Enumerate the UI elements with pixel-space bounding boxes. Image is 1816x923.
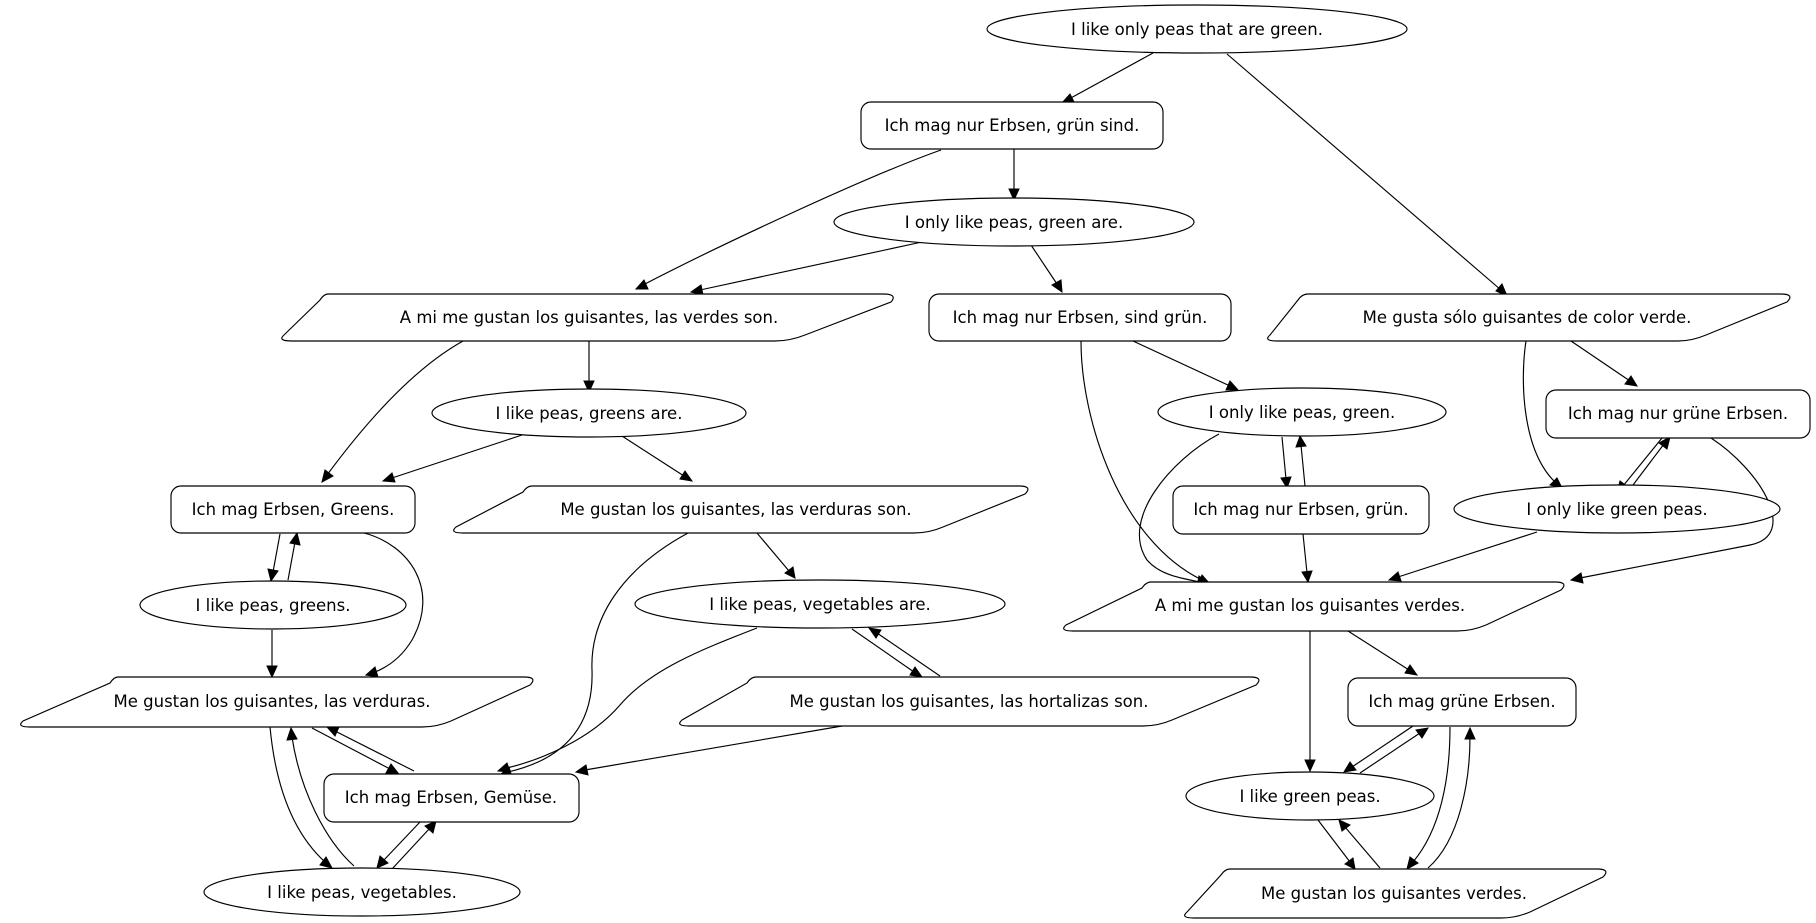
node-es-hortalizas-son[interactable]: Me gustan los guisantes, las hortalizas … [679,676,1260,727]
edge-en-greens-to-es-las-verduras [266,630,278,679]
edge-es-las-verduras-to-de-gemuese [311,727,400,774]
node-label: Me gustan los guisantes, las verduras so… [560,500,911,519]
edge-es-guisantes-verdes-to-de-gruene-erbsen [1427,726,1476,869]
edge-es-solo-to-de-nur-gruene [1570,340,1638,387]
node-label: Ich mag Erbsen, Greens. [192,500,395,519]
node-en-like-peas-vegetables[interactable]: I like peas, vegetables. [203,867,521,917]
edge-es-verduras-son-to-de-gemuese [498,532,689,778]
node-label: Me gustan los guisantes, las hortalizas … [790,692,1149,711]
node-es-las-verduras[interactable]: Me gustan los guisantes, las verduras. [20,676,534,728]
edge-de-nur-gruen-to-en-only-green [1295,434,1307,487]
node-es-solo-color-verde[interactable]: Me gusta sólo guisantes de color verde. [1267,293,1791,342]
node-de-nur-erbsen-gruen[interactable]: Ich mag nur Erbsen, grün. [1172,485,1430,535]
node-label: Me gusta sólo guisantes de color verde. [1363,308,1692,327]
edge-en-only-green-are-to-es-verdes-son [689,241,923,296]
node-label: I only like green peas. [1526,500,1707,519]
node-label: Ich mag nur grüne Erbsen. [1568,404,1788,423]
node-en-like-only-peas-green[interactable]: I like only peas that are green. [986,4,1408,54]
edge-es-verdes-son-to-de-erbsen-greens [321,340,464,483]
edge-de-nur-gruen-sind-to-en-only-green-are [1008,149,1020,202]
node-en-only-like-green-peas[interactable]: I only like green peas. [1453,484,1781,534]
node-en-like-peas-greens-are[interactable]: I like peas, greens are. [431,388,747,438]
edge-en-vegetables-to-de-gemuese [391,820,437,870]
node-label: Ich mag nur Erbsen, grün. [1193,500,1408,519]
edge-en-only-green-are-to-de-sind-gruen [1030,244,1063,294]
edge-es-las-verduras-to-en-vegetables [269,726,333,869]
edge-en-vegetables-are-to-de-gemuese [496,627,758,773]
node-label: I like only peas that are green. [1071,20,1323,39]
edge-en-greens-are-to-de-erbsen-greens [381,434,523,483]
edge-en-vegetables-are-to-es-hortalizas-son [851,628,924,678]
edge-en-green-peas-to-es-guisantes-verdes [1317,819,1356,870]
edge-de-nur-gruen-to-es-guisantes-verdes-ami [1301,533,1313,584]
node-de-erbsen-greens[interactable]: Ich mag Erbsen, Greens. [170,485,416,534]
node-label: I only like peas, green are. [905,213,1123,232]
node-label: Ich mag grüne Erbsen. [1368,692,1555,711]
node-de-erbsen-gemuese[interactable]: Ich mag Erbsen, Gemüse. [323,773,580,823]
edge-de-sind-gruen-to-en-only-green [1132,340,1240,391]
node-label: I like peas, greens. [196,596,351,615]
node-de-nur-erbsen-gruen-sind[interactable]: Ich mag nur Erbsen, grün sind. [860,101,1164,150]
node-label: I only like peas, green. [1209,403,1396,422]
edge-de-nur-gruen-sind-to-es-verdes-son [634,149,942,290]
node-label: A mi me gustan los guisantes verdes. [1155,596,1465,615]
node-en-only-like-peas-green[interactable]: I only like peas, green. [1157,387,1447,437]
edges [266,52,1774,870]
edge-en-only-green-peas-to-de-nur-gruene [1632,436,1671,486]
node-label: Ich mag nur Erbsen, sind grün. [953,308,1208,327]
edge-es-hortalizas-son-to-en-vegetables-are [867,627,941,677]
node-label: I like peas, vegetables. [267,883,457,902]
node-label: I like green peas. [1239,787,1380,806]
edge-es-guisantes-verdes-to-en-green-peas [1338,819,1381,869]
edge-de-nur-gruene-to-es-guisantes-verdes-ami [1569,437,1774,584]
node-en-only-like-peas-green-are[interactable]: I only like peas, green are. [833,197,1195,247]
edge-es-verduras-son-to-en-vegetables-are [756,532,796,579]
edge-de-gemuese-to-en-vegetables [376,821,421,869]
edge-de-gemuese-to-es-las-verduras [325,726,415,772]
node-label: I like peas, greens are. [496,404,683,423]
edge-es-guisantes-verdes-ami-to-de-gruene-erbsen [1347,630,1419,676]
node-label: Me gustan los guisantes, las verduras. [114,692,431,711]
edge-de-gruene-erbsen-to-en-green-peas [1343,725,1414,773]
edge-de-sind-gruen-to-es-guisantes-verdes-ami [1080,340,1212,585]
edge-es-verdes-son-to-en-greens-are [583,341,595,394]
node-es-verdes-son[interactable]: A mi me gustan los guisantes, las verdes… [281,293,894,342]
edge-en-vegetables-to-es-las-verduras [286,726,355,867]
node-en-like-green-peas[interactable]: I like green peas. [1185,771,1435,821]
edge-es-guisantes-verdes-ami-to-en-green-peas [1304,631,1316,773]
edge-en-greens-are-to-es-verduras-son [621,435,694,482]
node-label: Me gustan los guisantes verdes. [1261,884,1527,903]
edge-en-greens-to-de-erbsen-greens [287,531,301,581]
node-label: I like peas, vegetables are. [709,595,931,614]
edge-en-only-green-to-de-nur-gruen [1280,436,1292,490]
node-en-like-peas-greens[interactable]: I like peas, greens. [139,580,407,630]
edge-root-to-de-nur-gruen-sind [1060,52,1154,104]
node-es-guisantes-verdes-ami[interactable]: A mi me gustan los guisantes verdes. [1063,581,1565,632]
node-label: A mi me gustan los guisantes, las verdes… [400,308,778,327]
node-en-like-peas-vegetables-are[interactable]: I like peas, vegetables are. [634,579,1006,629]
node-de-nur-erbsen-sind-gruen[interactable]: Ich mag nur Erbsen, sind grün. [928,293,1232,342]
node-de-nur-gruene-erbsen[interactable]: Ich mag nur grüne Erbsen. [1545,389,1811,439]
edge-en-green-peas-to-de-gruene-erbsen [1359,727,1429,774]
edge-de-erbsen-greens-to-es-las-verduras [363,532,424,678]
edge-de-gruene-erbsen-to-es-guisantes-verdes [1406,726,1451,870]
edge-es-hortalizas-son-to-de-gemuese [574,725,843,776]
edge-root-to-es-solo-color-verde [1226,53,1508,297]
node-de-gruene-erbsen[interactable]: Ich mag grüne Erbsen. [1347,677,1577,727]
node-label: Ich mag Erbsen, Gemüse. [345,788,557,807]
edge-en-only-green-peas-to-es-guisantes-verdes-ami [1387,531,1538,582]
nodes: I like only peas that are green. I only … [20,4,1811,919]
node-label: Ich mag nur Erbsen, grün sind. [885,116,1140,135]
edge-de-erbsen-greens-to-en-greens [267,533,281,583]
node-es-guisantes-verdes[interactable]: Me gustan los guisantes verdes. [1184,868,1607,919]
node-es-verduras-son[interactable]: Me gustan los guisantes, las verduras so… [453,485,1029,534]
